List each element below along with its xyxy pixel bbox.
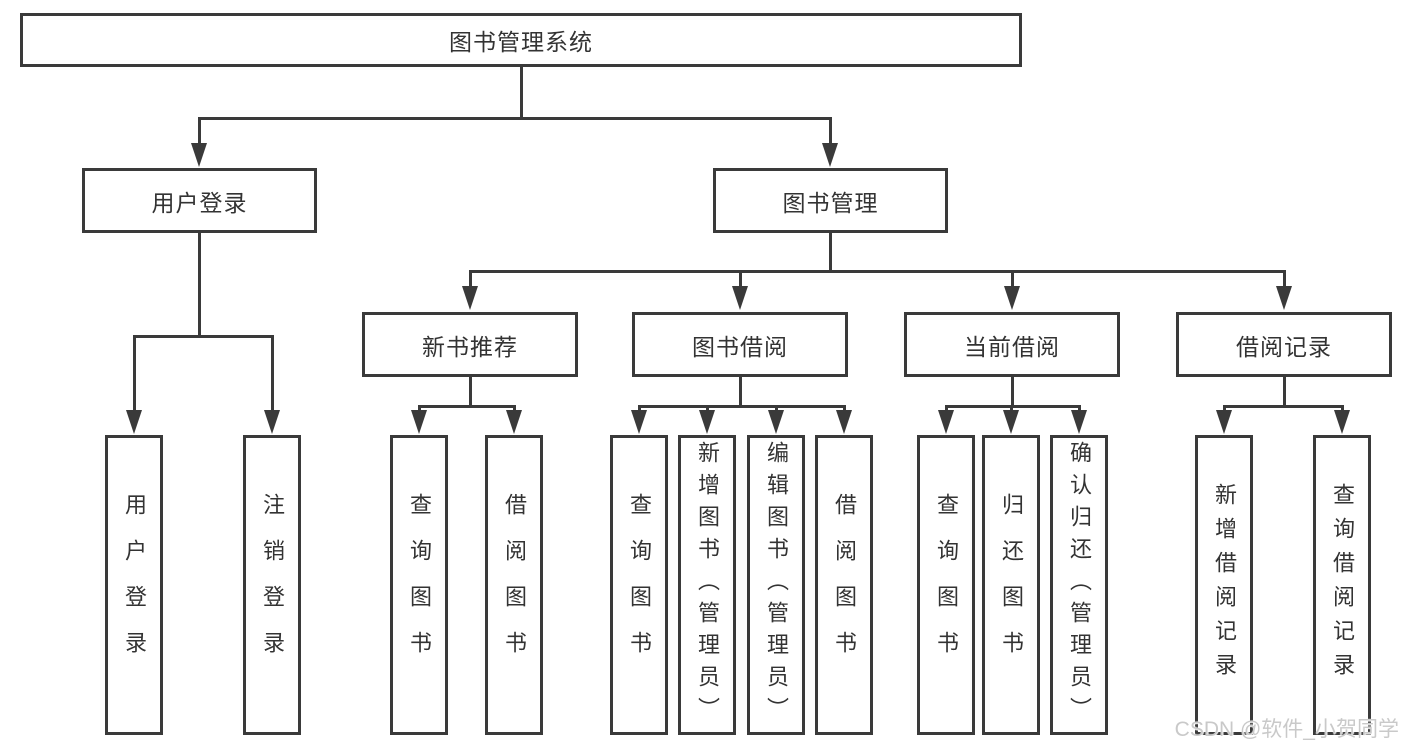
leaf-label: 新增图书（管理员）	[695, 441, 720, 729]
connector-line	[468, 270, 1286, 273]
arrow-down-icon	[699, 410, 715, 434]
node-book-borrowing: 图书借阅	[632, 312, 848, 377]
node-label: 当前借阅	[964, 333, 1060, 360]
node-label: 用户登录	[151, 189, 248, 216]
leaf-current-query-books: 查询图书	[917, 435, 975, 735]
node-book-management: 图书管理	[713, 168, 948, 233]
connector-line	[738, 377, 742, 405]
leaf-label: 查询图书	[627, 493, 652, 677]
connector-line	[637, 405, 641, 412]
connector-line	[132, 335, 136, 412]
node-label: 新书推荐	[422, 333, 518, 360]
connector-line	[519, 67, 523, 117]
connector-line	[1009, 405, 1013, 412]
connector-line	[774, 405, 778, 412]
node-label: 借阅记录	[1236, 333, 1332, 360]
arrow-down-icon	[631, 410, 647, 434]
connector-line	[132, 335, 274, 338]
node-user-login: 用户登录	[82, 168, 317, 233]
arrow-down-icon	[732, 286, 748, 310]
node-library-management-system: 图书管理系统	[20, 13, 1022, 67]
leaf-label: 借阅图书	[502, 493, 527, 677]
node-borrowing-records: 借阅记录	[1176, 312, 1392, 377]
connector-line	[417, 405, 421, 412]
connector-line	[197, 117, 832, 120]
leaf-newbooks-borrow-books: 借阅图书	[485, 435, 543, 735]
node-label: 图书管理系统	[449, 29, 593, 55]
arrow-down-icon	[1334, 410, 1350, 434]
leaf-label: 归还图书	[999, 493, 1024, 677]
leaf-label: 编辑图书（管理员）	[764, 441, 789, 729]
leaf-current-confirm-return-admin: 确认归还（管理员）	[1050, 435, 1108, 735]
connector-line	[197, 117, 201, 145]
connector-line	[944, 405, 1081, 408]
node-label: 图书借阅	[692, 333, 788, 360]
leaf-newbooks-query-books: 查询图书	[390, 435, 448, 735]
arrow-down-icon	[1216, 410, 1232, 434]
connector-line	[468, 377, 472, 405]
leaf-borrow-query-books: 查询图书	[610, 435, 668, 735]
connector-line	[512, 405, 516, 412]
leaf-current-return-books: 归还图书	[982, 435, 1040, 735]
arrow-down-icon	[126, 410, 142, 434]
connector-line	[1340, 405, 1344, 412]
leaf-label: 确认归还（管理员）	[1067, 441, 1092, 729]
leaf-label: 新增借阅记录	[1212, 483, 1237, 687]
connector-line	[1282, 270, 1286, 288]
node-new-book-recommendation: 新书推荐	[362, 312, 578, 377]
leaf-user-login: 用户登录	[105, 435, 163, 735]
watermark: CSDN @软件_小贺同学	[1174, 718, 1399, 741]
arrow-down-icon	[506, 410, 522, 434]
arrow-down-icon	[1003, 410, 1019, 434]
leaf-label: 查询图书	[934, 493, 959, 677]
connector-line	[1222, 405, 1344, 408]
connector-line	[1222, 405, 1226, 412]
connector-line	[1282, 377, 1286, 405]
node-current-borrowing: 当前借阅	[904, 312, 1120, 377]
connector-line	[705, 405, 709, 412]
arrow-down-icon	[191, 143, 207, 167]
connector-line	[1010, 270, 1014, 288]
leaf-label: 查询借阅记录	[1330, 483, 1355, 687]
connector-line	[738, 270, 742, 288]
arrow-down-icon	[1071, 410, 1087, 434]
connector-line	[828, 233, 832, 270]
connector-line	[417, 405, 516, 408]
leaf-label: 用户登录	[122, 493, 147, 677]
leaf-logout: 注销登录	[243, 435, 301, 735]
arrow-down-icon	[264, 410, 280, 434]
leaf-label: 借阅图书	[832, 493, 857, 677]
leaf-records-add-borrow-record: 新增借阅记录	[1195, 435, 1253, 735]
leaf-borrow-add-books-admin: 新增图书（管理员）	[678, 435, 736, 735]
connector-line	[1010, 377, 1014, 405]
arrow-down-icon	[462, 286, 478, 310]
arrow-down-icon	[822, 143, 838, 167]
arrow-down-icon	[1276, 286, 1292, 310]
arrow-down-icon	[938, 410, 954, 434]
connector-line	[1077, 405, 1081, 412]
connector-line	[197, 233, 201, 335]
connector-line	[468, 270, 472, 288]
node-label: 图书管理	[782, 189, 879, 216]
leaf-label: 注销登录	[260, 493, 285, 677]
connector-line	[944, 405, 948, 412]
connector-line	[828, 117, 832, 145]
connector-line	[637, 405, 846, 408]
arrow-down-icon	[768, 410, 784, 434]
leaf-borrow-edit-books-admin: 编辑图书（管理员）	[747, 435, 805, 735]
leaf-label: 查询图书	[407, 493, 432, 677]
arrow-down-icon	[1004, 286, 1020, 310]
arrow-down-icon	[411, 410, 427, 434]
leaf-borrow-borrow-books: 借阅图书	[815, 435, 873, 735]
connector-line	[842, 405, 846, 412]
arrow-down-icon	[836, 410, 852, 434]
connector-line	[270, 335, 274, 412]
leaf-records-query-borrow-record: 查询借阅记录	[1313, 435, 1371, 735]
